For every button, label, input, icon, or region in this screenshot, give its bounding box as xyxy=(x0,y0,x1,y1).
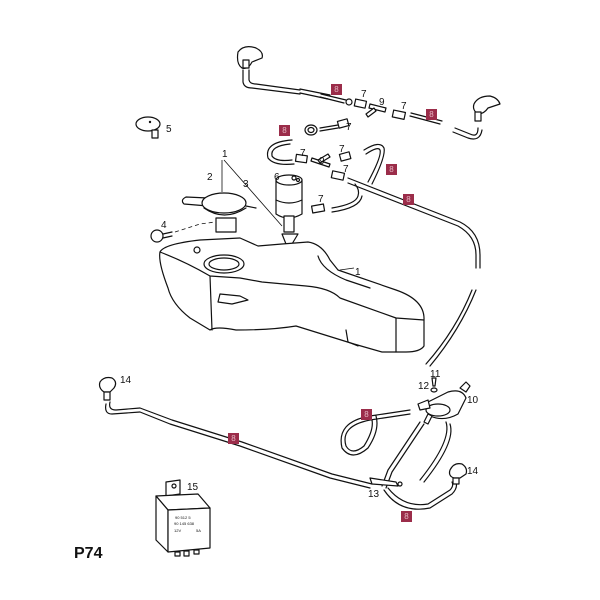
hose-down-from-pump xyxy=(381,421,425,489)
callout-7: 7 xyxy=(318,194,324,205)
callout-2: 2 xyxy=(207,172,213,183)
leader-lines xyxy=(221,159,283,227)
tee-9-top xyxy=(365,103,387,118)
nozzle-top-right xyxy=(472,95,501,122)
hose-top-right xyxy=(409,112,483,140)
callout-5: 5 xyxy=(166,124,172,135)
washer-reservoir xyxy=(159,237,425,353)
callout-11: 11 xyxy=(430,369,441,380)
hose-long-right xyxy=(347,177,481,269)
hose-top-left xyxy=(242,69,331,100)
callout-7: 7 xyxy=(339,144,345,155)
hose-badge-8: 8 xyxy=(228,433,239,444)
washer-12 xyxy=(430,387,438,393)
callout-13: 13 xyxy=(368,489,380,500)
clip-5 xyxy=(135,116,161,139)
rear-washer-pump xyxy=(417,381,471,425)
hose-loop-lower xyxy=(340,409,411,456)
hose-badge-8: 8 xyxy=(361,409,372,420)
hose-curve-mid xyxy=(363,143,385,185)
callout-1-top: 1 xyxy=(222,149,228,160)
hose-badge-8: 8 xyxy=(426,109,437,120)
callout-7: 7 xyxy=(346,122,352,133)
tee-9-mid xyxy=(310,153,331,168)
hose-to-right-nozzle xyxy=(383,481,458,510)
connector-7-mid-a xyxy=(336,118,350,129)
grommet xyxy=(304,124,318,136)
hose-badge-8: 8 xyxy=(386,164,397,175)
callout-15: 15 xyxy=(187,482,199,493)
hose-pump-outlet xyxy=(331,183,363,213)
relay: 90 512 5 90 145 638 12V 5A xyxy=(155,479,211,557)
screw-dash-line xyxy=(174,221,216,233)
callout-9: 9 xyxy=(319,156,325,167)
hose-lower-left xyxy=(105,401,373,489)
nozzle-lower-left xyxy=(98,376,117,401)
callout-1-tank: 1 xyxy=(355,267,361,278)
hose-right-from-pump xyxy=(419,421,452,483)
washer-pump xyxy=(275,174,303,233)
callout-6: 6 xyxy=(274,172,280,183)
hose-badge-8: 8 xyxy=(279,125,290,136)
screw-4 xyxy=(150,229,173,243)
connector-7-low xyxy=(310,203,326,214)
nozzle-lower-right xyxy=(448,463,468,485)
hose-long-right-lower xyxy=(425,289,477,367)
hose-badge-8: 8 xyxy=(401,511,412,522)
short-hose-a xyxy=(319,124,339,132)
connector-7-mid-c xyxy=(338,151,352,162)
callout-7: 7 xyxy=(300,148,306,159)
screw-11 xyxy=(431,377,437,387)
connector-7-mid-d xyxy=(330,170,346,181)
callout-4: 4 xyxy=(161,220,167,231)
callout-14: 14 xyxy=(467,466,479,477)
leader-tank xyxy=(339,267,355,271)
clip-13 xyxy=(369,477,403,487)
hose-loop-left xyxy=(266,139,295,165)
relay-label-line4: 5A xyxy=(196,528,201,533)
callout-3: 3 xyxy=(243,179,249,190)
callout-14: 14 xyxy=(120,375,132,386)
callout-9: 9 xyxy=(379,97,385,108)
hose-badge-8: 8 xyxy=(331,84,342,95)
connector-7-mid-b xyxy=(294,153,308,164)
connector-7-top-a xyxy=(353,98,368,109)
relay-label-line3: 12V xyxy=(174,528,181,533)
callout-7: 7 xyxy=(361,89,367,100)
cap-bracket xyxy=(215,217,237,233)
nozzle-top-left xyxy=(236,46,263,69)
relay-label-line2: 90 145 638 xyxy=(174,521,195,526)
connector-7-top-b xyxy=(391,109,407,120)
filler-cap xyxy=(181,192,257,216)
callout-12: 12 xyxy=(418,381,430,392)
callout-7: 7 xyxy=(343,164,349,175)
relay-label-line1: 90 512 5 xyxy=(175,515,191,520)
hose-badge-8: 8 xyxy=(403,194,414,205)
callout-10: 10 xyxy=(467,395,479,406)
diagram-id-label: P74 xyxy=(74,545,103,562)
callout-7: 7 xyxy=(401,101,407,112)
hose-top-mid xyxy=(319,93,353,106)
